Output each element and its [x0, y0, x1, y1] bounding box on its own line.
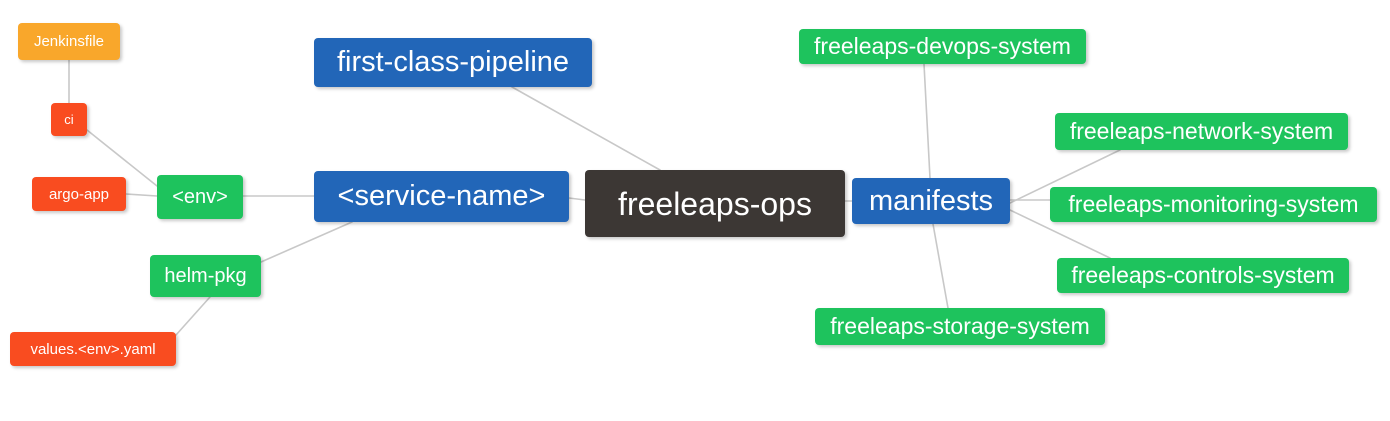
node-label-storage: freeleaps-storage-system	[830, 313, 1090, 339]
node-label-jenkinsfile: Jenkinsfile	[33, 33, 105, 50]
node-label-values-yaml: values.<env>.yaml	[30, 340, 156, 358]
node-devops[interactable]: freeleaps-devops-system	[799, 29, 1086, 64]
node-monitoring[interactable]: freeleaps-monitoring-system	[1050, 187, 1377, 222]
node-helm-pkg[interactable]: helm-pkg	[150, 255, 261, 297]
node-label-ci: ci	[64, 112, 74, 127]
node-label-env: <env>	[172, 186, 228, 208]
node-service-name[interactable]: <service-name>	[314, 171, 569, 222]
node-label-service-name: <service-name>	[337, 180, 546, 212]
edge-values-yaml-to-helm-pkg	[175, 296, 211, 336]
edge-manifests-to-devops	[923, 63, 931, 179]
node-ci[interactable]: ci	[51, 103, 87, 136]
edge-service-name-to-freeleaps-ops	[568, 197, 586, 201]
node-env[interactable]: <env>	[157, 175, 243, 219]
node-storage[interactable]: freeleaps-storage-system	[815, 308, 1105, 345]
node-label-network: freeleaps-network-system	[1069, 118, 1334, 144]
node-freeleaps-ops[interactable]: freeleaps-ops	[585, 170, 845, 237]
node-network[interactable]: freeleaps-network-system	[1055, 113, 1348, 150]
node-label-helm-pkg: helm-pkg	[164, 265, 247, 287]
node-values-yaml[interactable]: values.<env>.yaml	[10, 332, 176, 366]
edge-argo-app-to-env	[125, 193, 158, 197]
node-controls[interactable]: freeleaps-controls-system	[1057, 258, 1349, 293]
node-label-devops: freeleaps-devops-system	[814, 33, 1071, 59]
node-pipeline[interactable]: first-class-pipeline	[314, 38, 592, 87]
node-label-monitoring: freeleaps-monitoring-system	[1068, 191, 1359, 217]
node-label-controls: freeleaps-controls-system	[1071, 262, 1335, 288]
node-label-pipeline: first-class-pipeline	[336, 46, 570, 78]
edge-helm-pkg-to-service-name	[260, 221, 353, 263]
node-jenkinsfile[interactable]: Jenkinsfile	[18, 23, 120, 60]
node-manifests[interactable]: manifests	[852, 178, 1010, 224]
node-argo-app[interactable]: argo-app	[32, 177, 126, 211]
edge-pipeline-to-freeleaps-ops	[511, 86, 661, 171]
node-label-freeleaps-ops: freeleaps-ops	[618, 185, 812, 222]
node-label-manifests: manifests	[868, 184, 994, 217]
node-label-argo-app: argo-app	[48, 185, 110, 203]
edge-manifests-to-storage	[932, 223, 949, 309]
